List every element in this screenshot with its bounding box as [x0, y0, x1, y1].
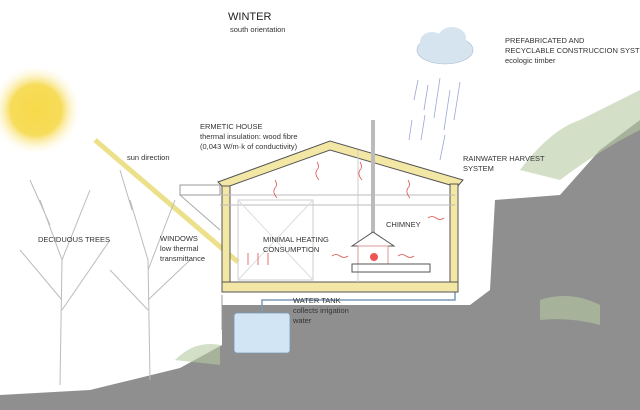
ground-hill [0, 120, 640, 410]
label-water-tank: WATER TANK collects irrigation water [293, 296, 349, 326]
sun-icon [0, 64, 82, 156]
label-line: MINIMAL HEATING [263, 235, 329, 244]
label-line: PREFABRICATED AND [505, 36, 585, 45]
label-deciduous-trees: DECIDUOUS TREES [38, 235, 110, 244]
label-prefab: PREFABRICATED AND RECYCLABLE CONSTRUCCIO… [505, 36, 640, 66]
label-line: RAINWATER HARVEST [463, 154, 545, 163]
label-line: ecologic timber [505, 56, 556, 65]
heat-waves [247, 161, 445, 265]
house-section [179, 120, 464, 330]
label-line: SYSTEM [463, 164, 494, 173]
label-line: low thermal [160, 244, 199, 253]
label-sun-direction: sun direction [127, 153, 170, 162]
diagram-subtitle: south orientation [230, 25, 286, 34]
label-line: RECYCLABLE CONSTRUCCION SYSTEM [505, 46, 640, 55]
label-chimney: CHIMNEY [386, 220, 421, 229]
label-line: CONSUMPTION [263, 245, 320, 254]
label-line: thermal insulation: wood fibre [200, 132, 298, 141]
label-windows: WINDOWS low thermal transmittance [160, 234, 205, 264]
cloud-icon [416, 27, 474, 65]
label-rainwater: RAINWATER HARVEST SYSTEM [463, 154, 545, 174]
deciduous-trees [19, 169, 191, 386]
label-line: (0,043 W/m·k of conductivity) [200, 142, 298, 151]
label-line: transmittance [160, 254, 206, 263]
label-ermetic-house: ERMETIC HOUSE thermal insulation: wood f… [200, 122, 298, 152]
label-line: ERMETIC HOUSE [200, 122, 263, 131]
label-minimal-heating: MINIMAL HEATING CONSUMPTION [263, 235, 329, 255]
label-line: WINDOWS [160, 234, 198, 243]
vegetation [175, 90, 640, 365]
label-line: collects irrigation [293, 306, 349, 315]
sun-ray-arrow [93, 138, 240, 264]
fire-icon [370, 253, 378, 261]
label-line: WATER TANK [293, 296, 341, 305]
label-line: water [293, 316, 312, 325]
diagram-title: WINTER [228, 11, 272, 23]
rain-icon [408, 77, 461, 161]
